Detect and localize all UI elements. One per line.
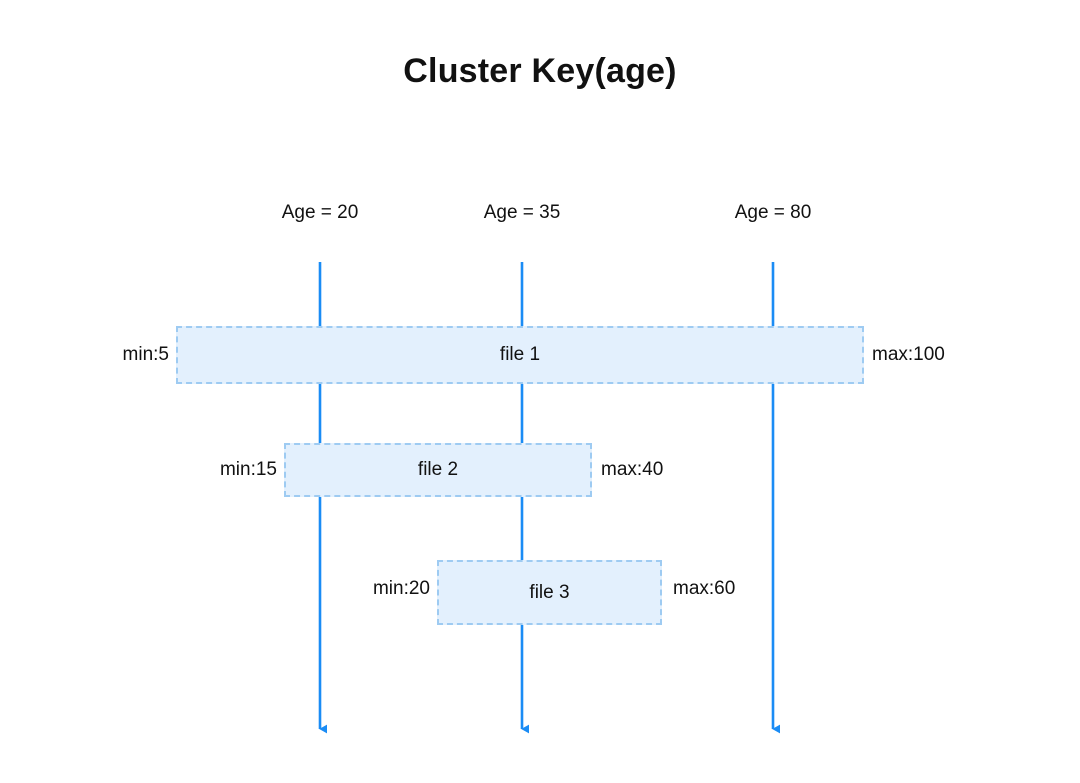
file-3-min-label: min:20	[372, 578, 430, 599]
file-1-min-label: min:5	[122, 344, 169, 365]
file-2-max-label: max:40	[601, 459, 664, 480]
page-title: Cluster Key(age)	[403, 52, 677, 90]
file-2-min-label: min:15	[219, 459, 277, 480]
file-1-max-label: max:100	[872, 344, 945, 365]
probe-label-age-80: Age = 80	[734, 202, 812, 223]
probe-label-age-35: Age = 35	[483, 202, 561, 223]
file-3-range-box: file 3	[437, 560, 662, 625]
file-3-max-label: max:60	[673, 578, 736, 599]
file-1-name: file 1	[499, 344, 541, 365]
probe-label-age-20: Age = 20	[281, 202, 359, 223]
file-3-name: file 3	[529, 581, 570, 603]
file-2-name: file 2	[417, 459, 459, 480]
file-1-range-box: file 1	[176, 326, 864, 384]
file-2-range-box: file 2	[284, 443, 592, 497]
